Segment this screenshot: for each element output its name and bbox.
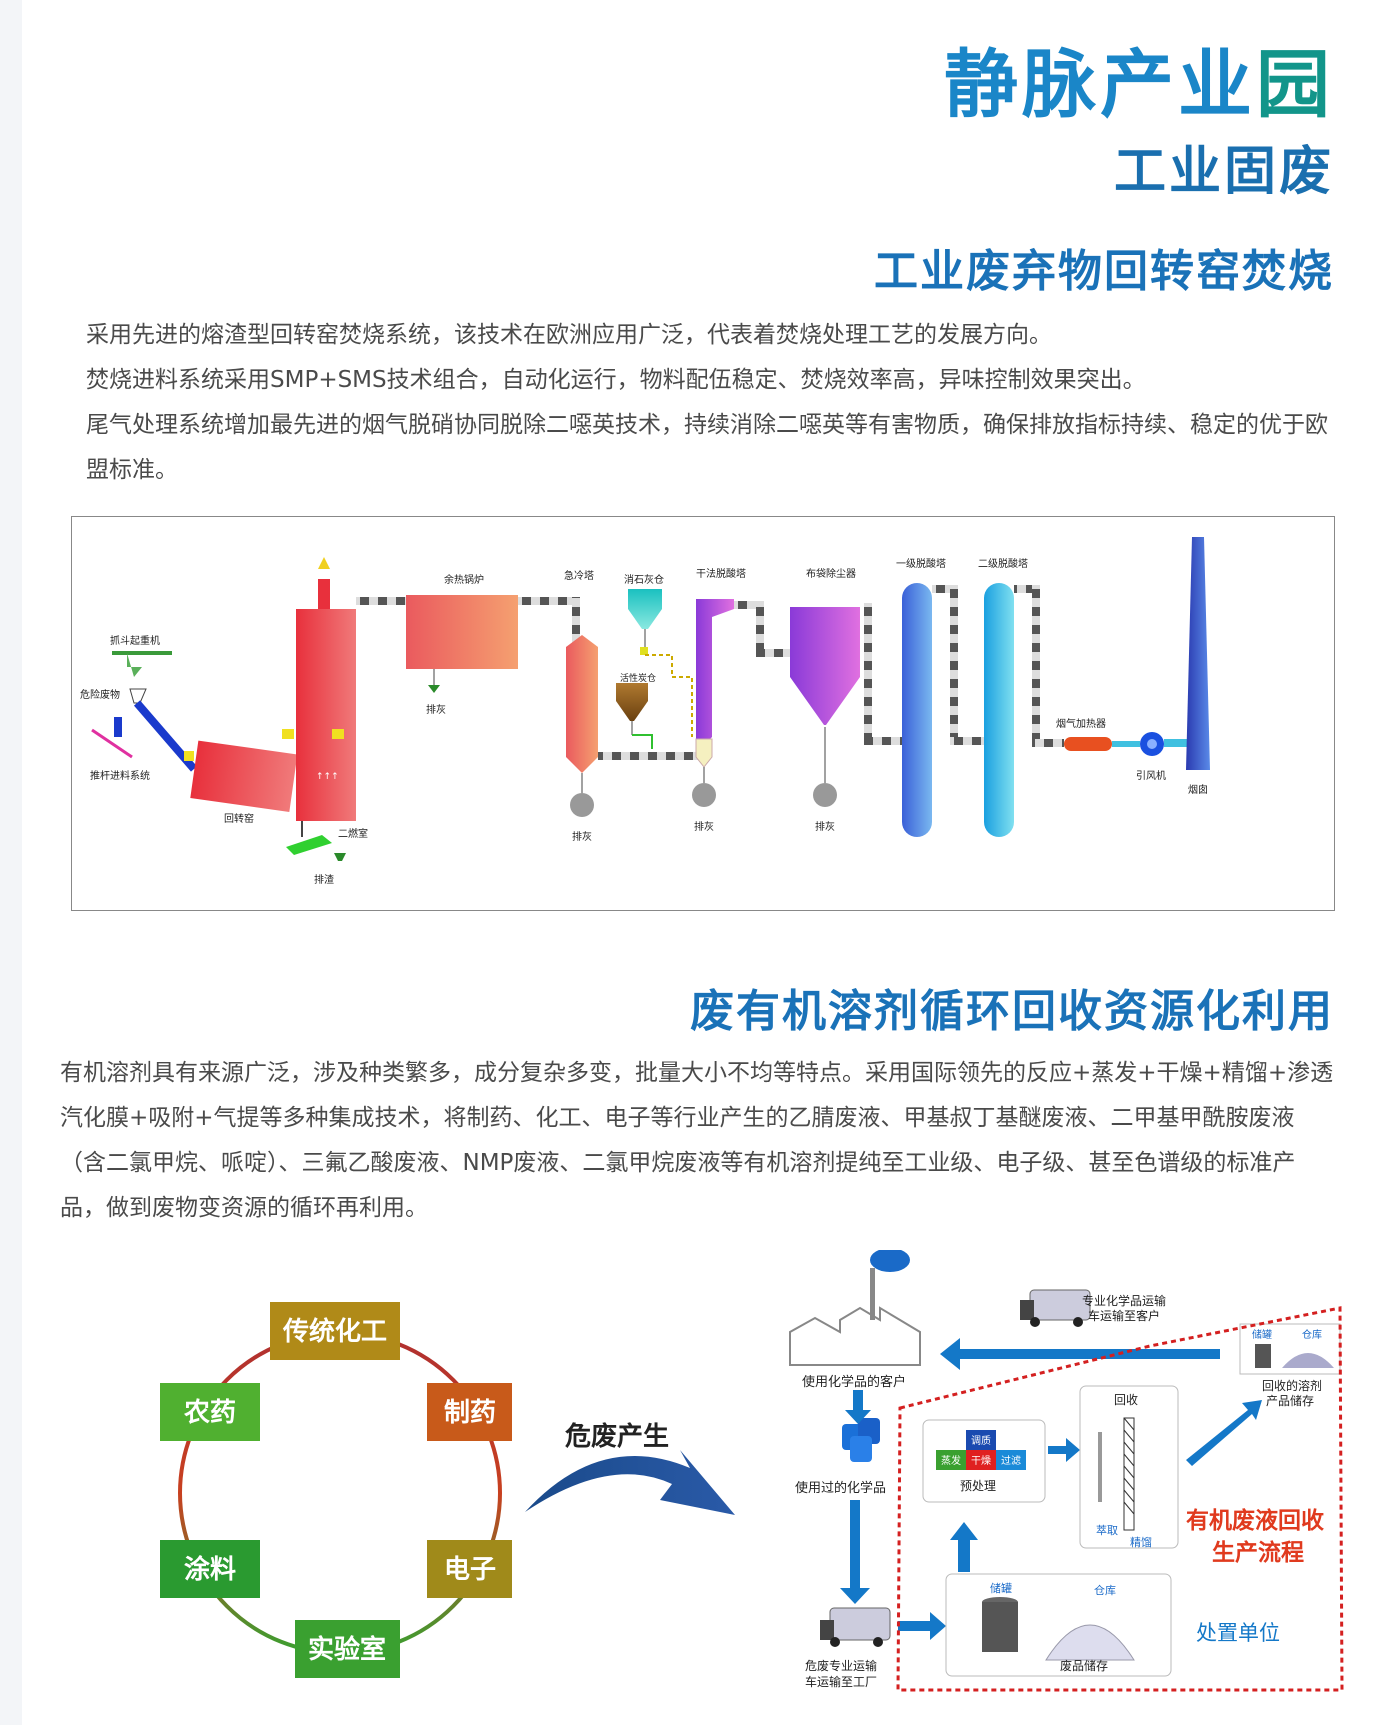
recovery-column-panel: 回收 萃取 精馏 [1079, 1385, 1179, 1549]
paragraph: 焚烧进料系统采用SMP+SMS技术组合，自动化运行，物料配伍稳定、焚烧效率高，异… [86, 367, 1146, 393]
svg-text:传统化工: 传统化工 [282, 1316, 387, 1347]
factory-icon [789, 1250, 921, 1366]
left-margin-strip [0, 0, 22, 1725]
truck-icon [1020, 1289, 1091, 1327]
solvent-description: 有机溶剂具有来源广泛，涉及种类繁多，成分复杂多变，批量大小不均等特点。采用国际领… [60, 1060, 1334, 1221]
svg-text:过滤: 过滤 [1001, 1454, 1021, 1467]
label-primary-deacid: 一级脱酸塔 [896, 557, 946, 570]
label-chimney: 烟囱 [1188, 783, 1208, 796]
page-subtitle: 工业固废 [1113, 142, 1334, 202]
svg-text:储罐: 储罐 [1252, 1328, 1272, 1341]
svg-text:电子: 电子 [444, 1555, 496, 1585]
label-transport-to-plant-2: 车运输至工厂 [805, 1674, 877, 1689]
svg-text:调质: 调质 [971, 1435, 991, 1447]
arrow-to-customer-icon [940, 1338, 1220, 1370]
curved-arrow-icon [525, 1450, 735, 1515]
pretreatment-panel: 调质 蒸发 干燥 过滤 预处理 [922, 1419, 1046, 1503]
label-product-storage-2: 产品储存 [1266, 1393, 1314, 1408]
label-disposal-unit: 处置单位 [1196, 1621, 1280, 1645]
section-heading-incineration: 工业废弃物回转窑焚烧 [874, 246, 1334, 297]
label-transport-to-customer: 专业化学品运输 [1082, 1293, 1166, 1308]
label-used-chemicals: 使用过的化学品 [795, 1480, 886, 1496]
cycle-node-pesticide: 农药 [160, 1383, 260, 1441]
label-bag-filter: 布袋除尘器 [806, 567, 856, 580]
paragraph: 采用先进的熔渣型回转窑焚烧系统，该技术在欧洲应用广泛，代表着焚烧处理工艺的发展方… [86, 322, 1052, 348]
incineration-description: 采用先进的熔渣型回转窑焚烧系统，该技术在欧洲应用广泛，代表着焚烧处理工艺的发展方… [86, 313, 1336, 493]
label-customer: 使用化学品的客户 [802, 1374, 906, 1390]
waste-storage-panel: 储罐 仓库 废品储存 [945, 1573, 1172, 1677]
label-secondary-chamber: 二燃室 [338, 827, 368, 840]
svg-text:农药: 农药 [183, 1398, 236, 1428]
label-activated-carbon: 活性炭仓 [620, 672, 656, 684]
label-rotary-kiln: 回转窑 [224, 812, 254, 825]
label-ash-3: 排灰 [694, 820, 714, 833]
svg-text:干燥: 干燥 [971, 1455, 991, 1467]
product-storage: 储罐 仓库 [1239, 1323, 1341, 1375]
svg-text:预处理: 预处理 [960, 1479, 996, 1493]
label-slag: 排渣 [314, 873, 334, 886]
label-transport-to-customer-2: 车运输至客户 [1088, 1308, 1160, 1323]
label-ash-2: 排灰 [572, 830, 592, 843]
svg-text:实验室: 实验室 [308, 1634, 386, 1665]
label-product-storage: 回收的溶剂 [1262, 1378, 1322, 1393]
label-waste-heat-boiler: 余热锅炉 [444, 573, 484, 586]
solvent-recovery-illustration: 传统化工 制药 电子 实验室 涂料 农药 危废产生 使用化学品的客户 专业化学品… [0, 1250, 1400, 1725]
label-transport-to-plant: 危废专业运输 [805, 1658, 877, 1673]
svg-text:仓库: 仓库 [1094, 1583, 1116, 1597]
barrel-icon [842, 1418, 880, 1462]
svg-text:制药: 制药 [444, 1398, 496, 1428]
svg-text:废品储存: 废品储存 [1060, 1658, 1108, 1673]
label-hazardous-waste: 危险废物 [80, 688, 120, 701]
cycle-node-electronics: 电子 [427, 1540, 512, 1598]
page-title: 静脉产业园 [944, 42, 1334, 128]
svg-text:储罐: 储罐 [990, 1581, 1012, 1595]
cycle-node-laboratory: 实验室 [295, 1620, 400, 1678]
label-grab-crane: 抓斗起重机 [110, 634, 160, 647]
svg-text:回收: 回收 [1114, 1393, 1138, 1407]
svg-text:萃取: 萃取 [1096, 1524, 1118, 1537]
svg-text:涂料: 涂料 [184, 1554, 236, 1585]
paragraph: 尾气处理系统增加最先进的烟气脱硝协同脱除二噁英技术，持续消除二噁英等有害物质，确… [86, 412, 1328, 483]
flow-title-2: 生产流程 [1212, 1539, 1304, 1566]
label-flue-heater: 烟气加热器 [1056, 717, 1106, 730]
label-ash-1: 排灰 [426, 703, 446, 716]
arrow-label: 危废产生 [565, 1421, 669, 1452]
truck-bottom-icon [820, 1607, 891, 1647]
cycle-node-pharma: 制药 [427, 1383, 512, 1441]
svg-text:仓库: 仓库 [1302, 1328, 1322, 1341]
label-ash-4: 排灰 [815, 820, 835, 833]
svg-text:蒸发: 蒸发 [941, 1454, 961, 1467]
cycle-node-traditional-chemical: 传统化工 [270, 1302, 400, 1360]
label-lime-silo: 消石灰仓 [624, 573, 664, 586]
label-induced-fan: 引风机 [1136, 769, 1166, 782]
flow-title: 有机废液回收 [1186, 1507, 1324, 1534]
label-dry-deacid: 干法脱酸塔 [696, 567, 746, 580]
dashed-boundary [896, 1306, 1344, 1692]
section-heading-solvent: 废有机溶剂循环回收资源化利用 [690, 986, 1334, 1037]
svg-text:↑↑↑: ↑↑↑ [316, 772, 339, 782]
svg-text:精馏: 精馏 [1130, 1535, 1152, 1549]
label-secondary-deacid: 二级脱酸塔 [978, 557, 1028, 570]
incineration-process-diagram: 抓斗起重机 危险废物 推杆进料系统 回转窑 ↑↑↑ 二燃室 排渣 余热锅炉 排灰… [71, 516, 1335, 911]
cycle-node-coatings: 涂料 [160, 1540, 260, 1598]
label-pusher-feed: 推杆进料系统 [90, 769, 150, 782]
label-quench-tower: 急冷塔 [564, 569, 594, 582]
